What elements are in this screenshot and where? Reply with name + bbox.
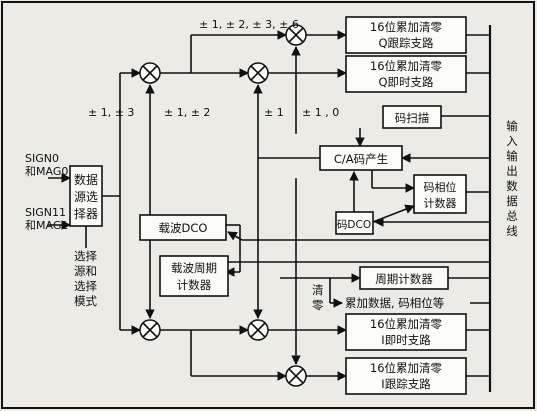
q-prompt-accumulator: 16位累加清零 Q即时支路	[345, 55, 467, 93]
q-track-accumulator: 16位累加清零 Q跟踪支路	[345, 16, 467, 54]
code-dco: 码DCO	[335, 211, 374, 235]
svg-text:计数器: 计数器	[424, 197, 457, 210]
svg-text:零: 零	[312, 298, 324, 312]
svg-text:清: 清	[312, 283, 324, 297]
svg-text:C/A码产生: C/A码产生	[334, 152, 388, 166]
svg-text:16位累加清零: 16位累加清零	[370, 59, 443, 73]
svg-text:SIGN11: SIGN11	[25, 206, 66, 219]
svg-text:输: 输	[506, 119, 518, 133]
svg-text:16位累加清零: 16位累加清零	[370, 317, 443, 331]
svg-text:模式: 模式	[74, 294, 97, 308]
mixers	[139, 24, 307, 387]
svg-text:I跟踪支路: I跟踪支路	[381, 377, 431, 391]
svg-text:Q即时支路: Q即时支路	[378, 75, 434, 89]
i-track-accumulator: 16位累加清零 I跟踪支路	[345, 357, 467, 395]
mixer-i-input	[139, 319, 161, 341]
data-source-selector: 数据 源选 择器	[69, 165, 103, 227]
svg-text:入: 入	[506, 134, 518, 148]
svg-text:± 1: ± 1	[264, 106, 284, 119]
bus-label: 输 入 输 出 数 据 总 线	[506, 119, 518, 238]
svg-text:据: 据	[506, 194, 518, 208]
svg-text:和MAG0: 和MAG0	[25, 165, 68, 178]
svg-text:源选: 源选	[74, 190, 98, 204]
svg-text:选择: 选择	[74, 249, 97, 263]
svg-text:累加数据, 码相位等: 累加数据, 码相位等	[345, 296, 444, 310]
svg-text:数据: 数据	[74, 172, 98, 187]
svg-text:出: 出	[506, 164, 518, 178]
svg-text:± 1, ± 2: ± 1, ± 2	[164, 106, 210, 119]
svg-text:± 1, ± 3: ± 1, ± 3	[88, 106, 134, 119]
mixer-q-track	[285, 24, 307, 46]
code-scan: 码扫描	[382, 105, 442, 129]
code-phase-counter: 码相位 计数器	[413, 174, 467, 214]
svg-text:码相位: 码相位	[424, 180, 457, 194]
svg-text:SIGN0: SIGN0	[25, 152, 59, 165]
svg-text:线: 线	[506, 224, 518, 238]
svg-text:择器: 择器	[74, 207, 98, 221]
svg-text:± 1 , 0: ± 1 , 0	[302, 106, 339, 119]
data-bus	[227, 25, 492, 392]
svg-text:16位累加清零: 16位累加清零	[370, 361, 443, 375]
svg-text:码DCO: 码DCO	[337, 219, 371, 231]
signal-wires	[48, 30, 415, 381]
mixer-q-input	[139, 62, 161, 84]
svg-text:和MAG1: 和MAG1	[25, 219, 68, 232]
period-counter: 周期计数器	[359, 266, 449, 290]
svg-text:16位累加清零: 16位累加清零	[370, 20, 443, 34]
svg-text:总: 总	[506, 209, 518, 223]
carrier-dco: 载波DCO	[139, 214, 227, 241]
annotation-labels: ± 1, ± 3 ± 1, ± 2 ± 1, ± 2, ± 3, ± 6 ± 1…	[88, 18, 444, 312]
svg-text:码扫描: 码扫描	[395, 111, 430, 125]
svg-text:载波DCO: 载波DCO	[159, 221, 208, 235]
svg-text:I即时支路: I即时支路	[381, 333, 431, 347]
svg-text:输: 输	[506, 149, 518, 163]
ca-code-generator: C/A码产生	[319, 145, 403, 171]
input-labels: SIGN0 和MAG0 SIGN11 和MAG1 选择 源和 选择 模式	[25, 152, 97, 308]
svg-text:数: 数	[506, 179, 518, 193]
svg-text:选择: 选择	[74, 279, 97, 293]
svg-text:计数器: 计数器	[177, 278, 212, 292]
mixer-i-track	[285, 365, 307, 387]
svg-text:周期计数器: 周期计数器	[375, 272, 433, 286]
svg-text:± 1, ± 2, ± 3, ± 6: ± 1, ± 2, ± 3, ± 6	[199, 18, 299, 31]
svg-text:Q跟踪支路: Q跟踪支路	[378, 36, 434, 50]
mixer-q-prompt	[247, 62, 269, 84]
carrier-cycle-counter: 载波周期 计数器	[159, 255, 229, 297]
i-prompt-accumulator: 16位累加清零 I即时支路	[345, 313, 467, 351]
svg-text:源和: 源和	[74, 264, 97, 278]
mixer-i-prompt	[247, 319, 269, 341]
svg-text:载波周期: 载波周期	[171, 261, 217, 275]
